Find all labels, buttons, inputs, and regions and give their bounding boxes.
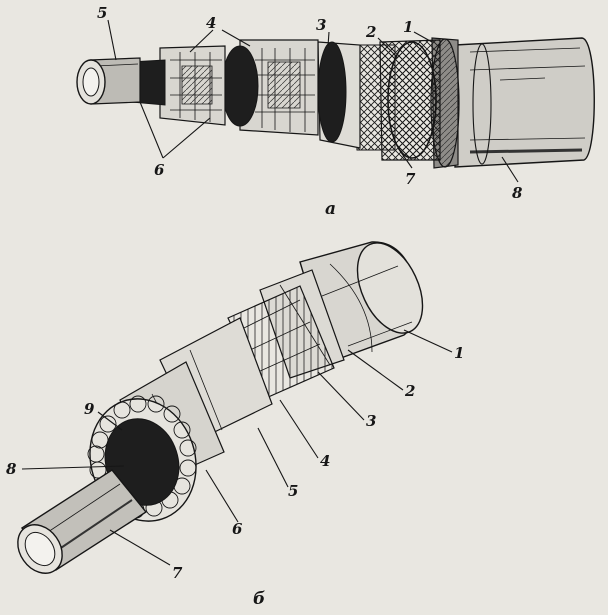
leader-a-5 — [107, 19, 117, 61]
leader-a-7 — [397, 147, 413, 169]
leader-a-6 — [139, 101, 211, 159]
braid-7-a — [354, 44, 396, 151]
label-a-2: 2 — [365, 23, 376, 41]
leader-b-9 — [97, 411, 123, 431]
cable-b: 1 2 3 4 5 6 7 8 9 б — [6, 241, 464, 609]
label-a-3: 3 — [316, 16, 326, 34]
label-b-1: 1 — [454, 344, 464, 362]
conductor-group-4-left — [159, 45, 226, 126]
caption-b: б — [253, 589, 265, 609]
leader-b-4 — [279, 399, 319, 459]
label-a-4: 4 — [206, 14, 216, 32]
label-a-8: 8 — [512, 184, 523, 202]
label-b-3: 3 — [366, 412, 376, 430]
label-b-4: 4 — [320, 452, 330, 470]
label-a-7: 7 — [405, 170, 416, 188]
label-a-1: 1 — [403, 18, 413, 36]
leader-a-2 — [377, 37, 399, 59]
conductor-group-4-right — [221, 39, 319, 136]
leader-b-1 — [403, 329, 453, 353]
outer-sheath-a — [454, 37, 595, 168]
caption-a: а — [325, 199, 336, 219]
leader-b-3 — [317, 371, 365, 421]
leader-b-8 — [21, 465, 125, 470]
leader-b-6 — [205, 469, 239, 523]
label-a-6: 6 — [154, 161, 165, 179]
leader-b-2 — [347, 349, 404, 391]
label-b-2: 2 — [404, 382, 415, 400]
leader-a-4 — [189, 29, 251, 53]
leader-a-1 — [413, 31, 433, 43]
label-b-9: 9 — [84, 400, 95, 418]
leader-a-8 — [501, 156, 519, 183]
leader-b-5 — [257, 427, 289, 488]
label-b-6: 6 — [232, 520, 243, 538]
label-b-5: 5 — [288, 482, 298, 500]
leader-b-7 — [109, 529, 171, 566]
label-b-8: 8 — [6, 460, 17, 478]
central-tube-b — [17, 469, 148, 574]
cable-a: 1 2 3 4 5 6 7 8 а — [76, 4, 595, 219]
insulation-3-a — [317, 41, 361, 149]
label-a-5: 5 — [97, 4, 107, 22]
central-tube-a — [76, 57, 141, 105]
label-b-7: 7 — [172, 564, 183, 582]
leader-a-3 — [327, 31, 330, 47]
